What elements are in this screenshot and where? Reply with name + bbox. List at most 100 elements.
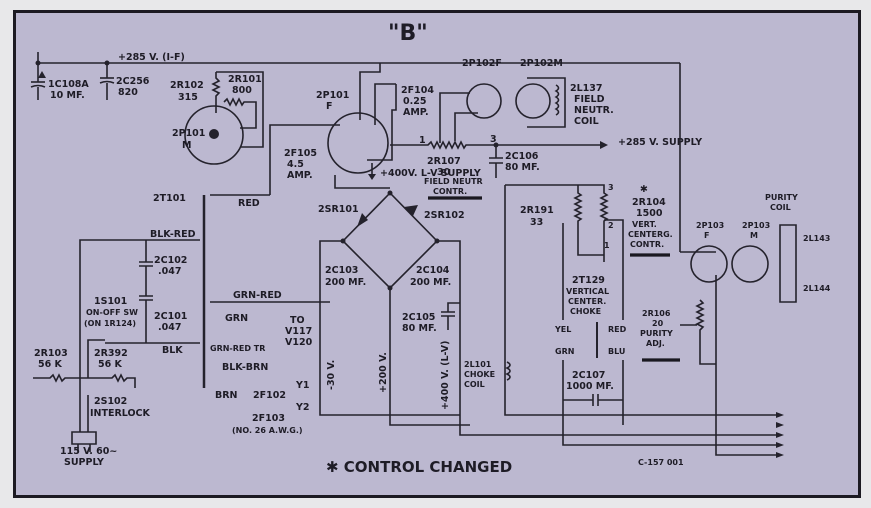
sr102-ref: 2SR102 — [424, 210, 465, 221]
s101-line2: (ON 1R124) — [84, 319, 136, 328]
c107-ref: 2C107 — [572, 370, 605, 381]
drawing-number: C-157 001 — [638, 458, 684, 467]
r106-line2: ADJ. — [646, 339, 665, 348]
t129-line3: CHOKE — [570, 307, 601, 316]
r101-ref: 2R101 — [228, 74, 262, 85]
wire-blk: BLK — [162, 345, 183, 356]
heater-v120: V120 — [285, 337, 313, 348]
c256-ref: 2C256 — [116, 76, 150, 87]
r107-line2: CONTR. — [433, 187, 467, 196]
c256-value: 820 — [118, 87, 138, 98]
r191-value: 33 — [530, 217, 543, 228]
r107-line1: FIELD NEUTR — [424, 177, 483, 186]
field-neutr-control: 1 3 2R107 30 FIELD NEUTR CONTR. 2C106 80… — [390, 92, 702, 200]
wire-grn-red: GRN-RED — [233, 290, 282, 301]
r102-value: 315 — [178, 92, 198, 103]
socket-2p101f: 2P101 F 2F104 0.25 AMP. 2F105 4.5 AMP. +… — [269, 63, 481, 195]
p101f-sub: F — [326, 101, 333, 112]
control-changed-mark: ✱ — [640, 184, 648, 195]
sr101-ref: 2SR101 — [318, 204, 359, 215]
c101-value: .047 — [158, 322, 181, 333]
c104-value: 200 MF. — [410, 277, 451, 288]
r392-value: 56 K — [98, 359, 123, 370]
f105-unit: AMP. — [287, 170, 313, 181]
l101-line2: COIL — [464, 380, 485, 389]
f103-ref: 2F103 — [252, 413, 285, 424]
heater-y1: Y1 — [295, 380, 310, 391]
c105-value: 80 MF. — [402, 323, 437, 334]
r392-ref: 2R392 — [94, 348, 128, 359]
p103f-sub: F — [704, 231, 709, 240]
r107-value: 30 — [437, 167, 451, 178]
r101-value: 800 — [232, 85, 252, 96]
c102-value: .047 — [158, 266, 181, 277]
l101-line1: CHOKE — [464, 370, 495, 379]
footer-note: ✱ CONTROL CHANGED — [326, 458, 512, 476]
c103-ref: 2C103 — [325, 265, 358, 276]
wire-blu: BLU — [608, 347, 625, 356]
plus200-label: +200 V. — [378, 352, 389, 393]
r191-ref: 2R191 — [520, 205, 554, 216]
minus30-label: -30 V. — [326, 360, 337, 390]
l101-ref: 2L101 — [464, 360, 492, 369]
output-bus: C-157 001 — [638, 412, 784, 467]
sheet-title: "B" — [388, 21, 428, 46]
r104-line1: VERT. — [632, 220, 657, 229]
purity-coil-line1: PURITY — [765, 193, 798, 202]
socket-2p101m: 2P101 M 2R102 315 2R101 800 — [170, 71, 264, 165]
p103m-sub: M — [750, 231, 758, 240]
f105-value: 4.5 — [287, 159, 304, 170]
wire-red: RED — [238, 198, 260, 209]
purity-circuit: 2P103 F 2P103 M PURITY COIL 2L143 2L144 … — [640, 63, 831, 456]
t129-line1: VERTICAL — [566, 287, 609, 296]
schematic-sheet — [13, 10, 861, 498]
r104-ref: 2R104 — [632, 197, 666, 208]
l137-line2: NEUTR. — [574, 105, 614, 116]
r104-line2: CENTERG. — [628, 230, 673, 239]
vertical-centering: 2R191 33 3 2 1 ✱ 2R104 1500 VERT. CENTER… — [520, 183, 780, 446]
c107-value: 1000 MF. — [566, 381, 614, 392]
choke-2l101: 2L101 CHOKE COIL — [464, 184, 780, 416]
c103-value: 200 MF. — [325, 277, 366, 288]
c104-ref: 2C104 — [416, 265, 450, 276]
purity-coil-line2: COIL — [770, 203, 791, 212]
r106-value: 20 — [652, 319, 664, 328]
r106-ref: 2R106 — [642, 309, 671, 318]
heater-y2: Y2 — [295, 402, 310, 413]
s101-ref: 1S101 — [94, 296, 127, 307]
l144-ref: 2L144 — [803, 284, 831, 293]
c105-ref: 2C105 — [402, 312, 435, 323]
r107-pin3: 3 — [490, 134, 497, 145]
f102-ref: 2F102 — [253, 390, 286, 401]
p101m-ref: 2P101 — [172, 128, 205, 139]
r102-ref: 2R102 — [170, 80, 204, 91]
if-supply-rail: +285 V. (I-F) — [35, 52, 680, 66]
l143-ref: 2L143 — [803, 234, 830, 243]
wire-grn2: GRN — [555, 347, 574, 356]
transformer-2t101: 2T101 RED GRN-RED BLK-RED BLK GRN GRN-RE… — [79, 193, 330, 435]
line-filter: 2C102 .047 2C101 .047 1S101 ON-OFF SW (O… — [33, 240, 187, 468]
wire-red2: RED — [608, 325, 627, 334]
if-supply-label: +285 V. (I-F) — [118, 52, 185, 63]
arrow-right-icon — [600, 141, 608, 149]
s101-line1: ON-OFF SW — [86, 308, 138, 317]
plug-line2: SUPPLY — [64, 457, 104, 468]
f104-value: 0.25 — [403, 96, 426, 107]
capacitor-2c256: 2C256 820 — [99, 63, 150, 100]
r104-line3: CONTR. — [630, 240, 664, 249]
f105-ref: 2F105 — [284, 148, 317, 159]
warning-triangle-icon — [38, 71, 46, 78]
plug-line1: 115 V. 60~ — [60, 446, 117, 457]
p102m-ref: 2P102M — [520, 58, 563, 69]
l137-ref: 2L137 — [570, 83, 603, 94]
p102f-ref: 2P102F — [462, 58, 502, 69]
supply-285-label: +285 V. SUPPLY — [618, 137, 702, 148]
p101m-sub: M — [182, 140, 191, 151]
c108a-value: 10 MF. — [50, 90, 85, 101]
lv-supply-label: +400V. L-V SUPPLY — [380, 168, 481, 179]
wire-grn: GRN — [225, 313, 248, 324]
socket-2p102: 2P102F 2P102M 2L137 FIELD NEUTR. COIL — [462, 58, 614, 128]
f103-note: (NO. 26 A.W.G.) — [232, 426, 303, 435]
r104-value: 1500 — [636, 208, 663, 219]
